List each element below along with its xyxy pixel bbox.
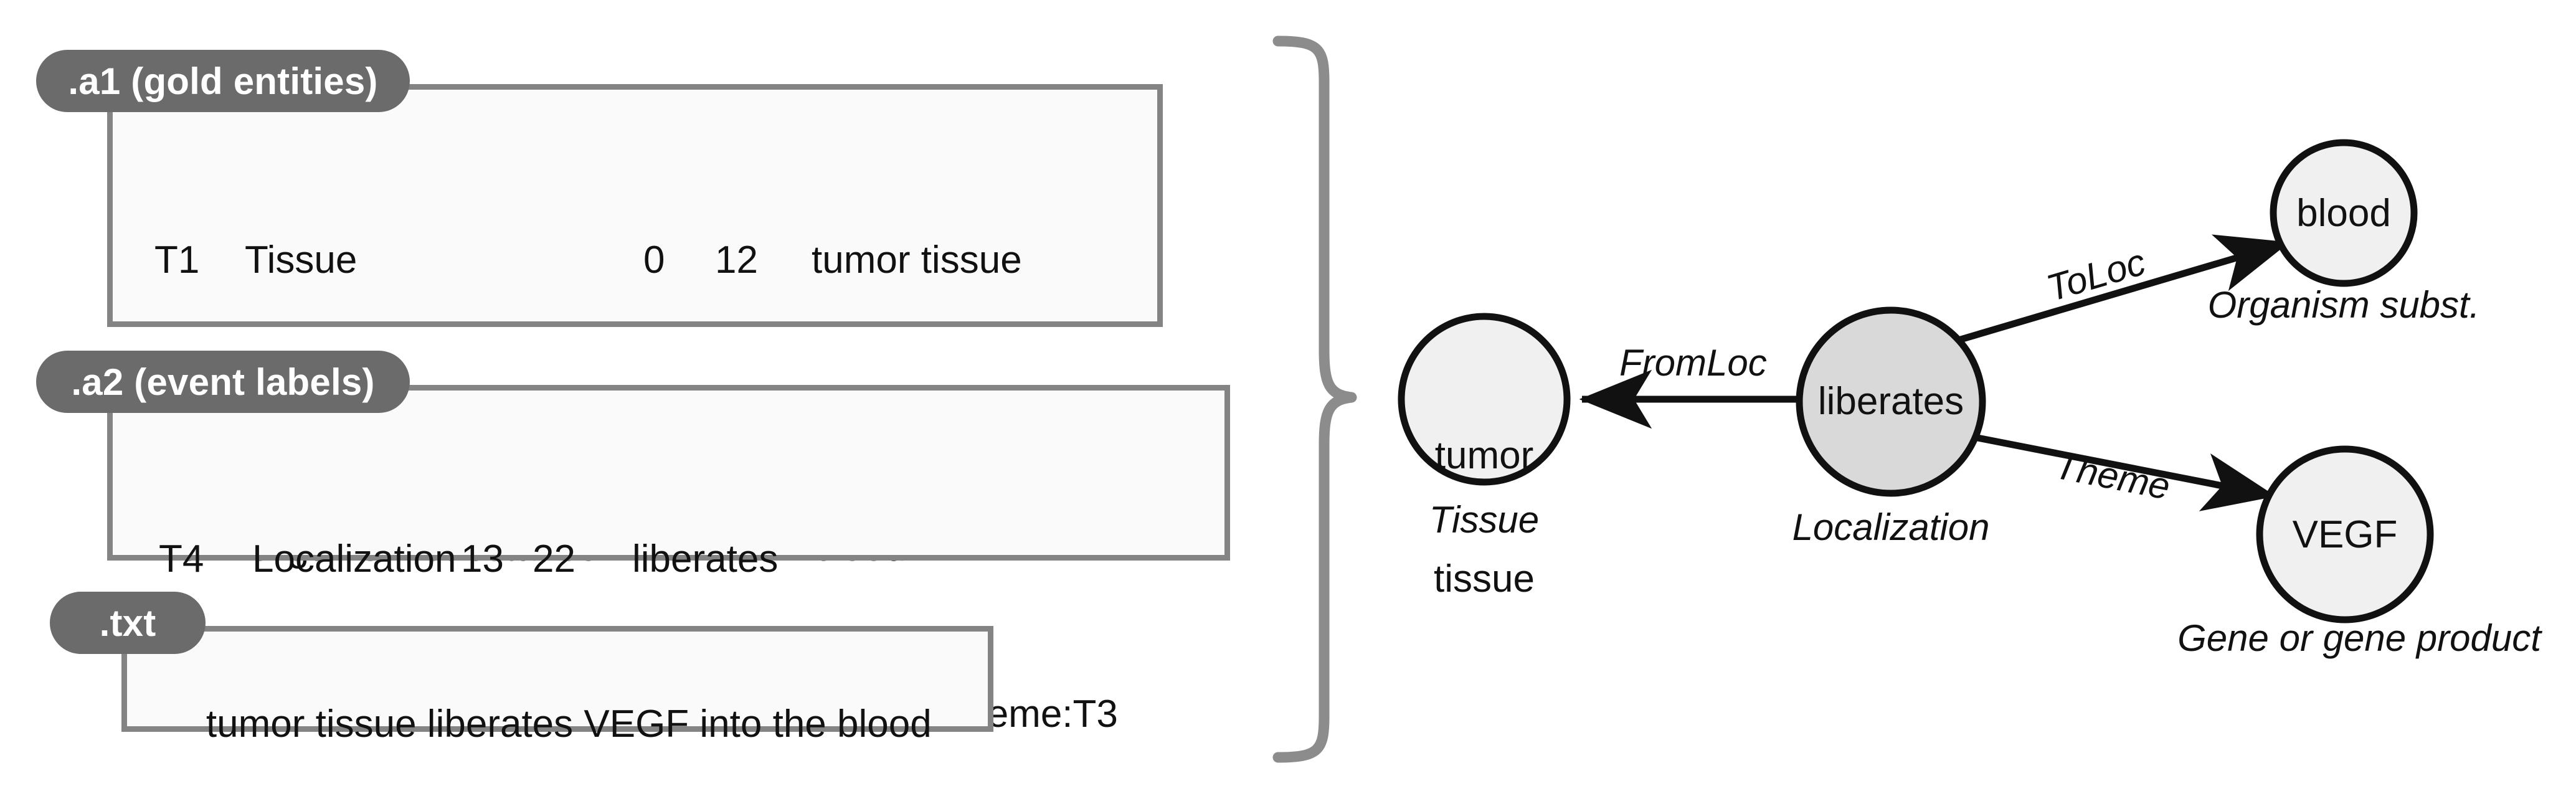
edge-theme bbox=[1967, 432, 2276, 511]
a1-tag: .a1 (gold entities) bbox=[36, 50, 410, 112]
node-tumor-tissue[interactable] bbox=[1398, 313, 1571, 486]
a1-file-box bbox=[107, 84, 1163, 327]
entity-text: tumor tissue bbox=[812, 239, 1022, 282]
a2-file-box bbox=[107, 385, 1230, 561]
entity-id: T1 bbox=[154, 239, 200, 282]
a2-tag-label: .a2 (event labels) bbox=[71, 361, 375, 403]
txt-file-box bbox=[121, 626, 993, 732]
a2-tag: .a2 (event labels) bbox=[36, 351, 410, 413]
event-id: T4 bbox=[159, 538, 204, 580]
node-liberates[interactable] bbox=[1796, 306, 1986, 497]
entity-type: Tissue bbox=[245, 239, 358, 282]
txt-tag-label: .txt bbox=[99, 602, 156, 644]
table-row: T4 Localization 13 22 liberates bbox=[159, 533, 1118, 585]
event-text: liberates bbox=[632, 538, 779, 580]
a1-tag-label: .a1 (gold entities) bbox=[68, 60, 378, 102]
event-end: 22 bbox=[533, 538, 575, 580]
table-row: T1 Tissue 0 12 tumor tissue bbox=[154, 236, 1022, 284]
edge-toloc bbox=[1959, 234, 2290, 343]
entity-start: 0 bbox=[643, 239, 665, 282]
txt-sentence: tumor tissue liberates VEGF into the blo… bbox=[206, 703, 932, 746]
txt-tag: .txt bbox=[50, 592, 206, 654]
txt-sentence-wrap: tumor tissue liberates VEGF into the blo… bbox=[163, 657, 932, 791]
grouping-brace bbox=[1272, 36, 1357, 763]
event-type: Localization bbox=[252, 538, 457, 580]
node-vegf[interactable] bbox=[2256, 445, 2434, 623]
event-start: 13 bbox=[461, 538, 504, 580]
entity-end: 12 bbox=[715, 239, 758, 282]
node-blood[interactable] bbox=[2270, 139, 2418, 287]
